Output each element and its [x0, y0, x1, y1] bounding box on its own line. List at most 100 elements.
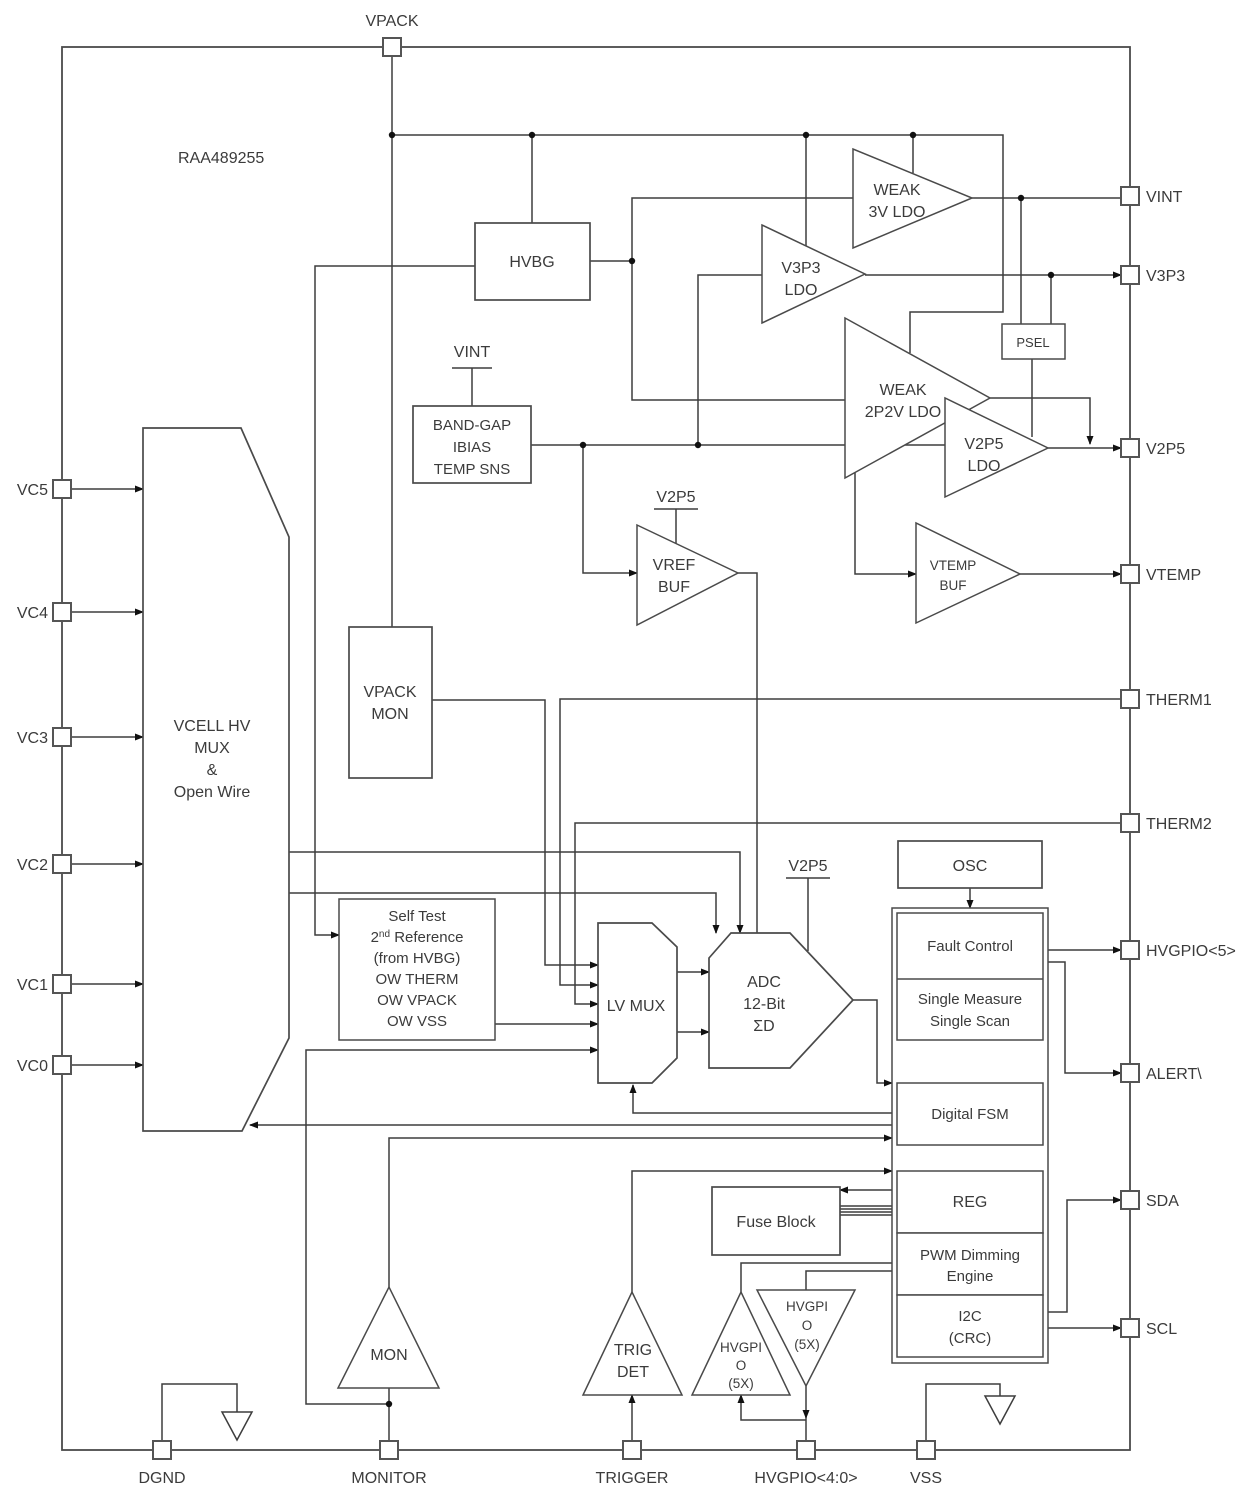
vint-tap-label: VINT [454, 344, 491, 361]
svg-text:V2P5: V2P5 [964, 436, 1003, 453]
svg-text:Fuse Block: Fuse Block [736, 1214, 816, 1231]
svg-text:(from HVBG): (from HVBG) [374, 950, 461, 967]
pins: VPACK VC5 VC4 VC3 VC2 VC1 VC0 VINT V3P3 … [17, 13, 1236, 1487]
pin-v3p3 [1120, 265, 1140, 285]
pin-vint-label: VINT [1146, 189, 1183, 206]
pin-vc4 [52, 602, 72, 622]
svg-text:MON: MON [371, 706, 408, 723]
block-psel: PSEL [1001, 323, 1066, 360]
svg-text:Single Scan: Single Scan [930, 1013, 1010, 1030]
pin-vc3-label: VC3 [17, 730, 48, 747]
pin-hvgpio5-label: HVGPIO<5> [1146, 943, 1236, 960]
pin-vc5 [52, 479, 72, 499]
block-hvgpio-driver-out: HVGPI O (5X) [755, 1289, 857, 1388]
pin-vc4-label: VC4 [17, 605, 48, 622]
pin-alert-label: ALERT\ [1146, 1066, 1202, 1083]
block-v3p3-ldo: V3P3 LDO [761, 223, 867, 325]
svg-text:Open Wire: Open Wire [174, 784, 251, 801]
pin-dgnd [152, 1440, 172, 1460]
svg-text:2P2V LDO: 2P2V LDO [865, 404, 941, 421]
svg-text:3V LDO: 3V LDO [869, 204, 926, 221]
svg-text:IBIAS: IBIAS [453, 439, 491, 456]
block-single-measure: Single Measure [918, 991, 1022, 1008]
svg-text:OSC: OSC [953, 858, 988, 875]
svg-text:Engine: Engine [947, 1268, 994, 1285]
wires [71, 56, 1122, 1441]
self-test-line2: 2nd Reference [371, 929, 464, 946]
block-vpack-mon: VPACK MON [348, 626, 433, 779]
svg-text:WEAK: WEAK [873, 182, 920, 199]
svg-text:(5X): (5X) [794, 1337, 820, 1352]
svg-text:(5X): (5X) [728, 1376, 754, 1391]
svg-text:12-Bit: 12-Bit [743, 996, 785, 1013]
svg-text:LDO: LDO [968, 458, 1001, 475]
pin-therm1 [1120, 689, 1140, 709]
pin-v2p5 [1120, 438, 1140, 458]
svg-text:DET: DET [617, 1364, 649, 1381]
pin-hvgpio5 [1120, 940, 1140, 960]
block-self-test: Self Test 2nd Reference (from HVBG) OW T… [338, 898, 496, 1041]
pin-vtemp [1120, 564, 1140, 584]
svg-text:VTEMP: VTEMP [930, 558, 977, 573]
pin-vss-label: VSS [910, 1470, 942, 1487]
svg-text:BUF: BUF [940, 578, 967, 593]
pin-dgnd-label: DGND [138, 1470, 185, 1487]
pin-trigger [622, 1440, 642, 1460]
block-weak-2p2v-ldo: WEAK 2P2V LDO [844, 316, 992, 480]
block-digital-fsm: Digital FSM [896, 1082, 1044, 1146]
block-fault-control: Fault Control Single Measure Single Scan [896, 912, 1044, 1041]
pin-therm2-label: THERM2 [1146, 816, 1212, 833]
block-hvgpio-driver-in: HVGPI O (5X) [690, 1290, 792, 1396]
pin-scl-label: SCL [1146, 1321, 1177, 1338]
pin-scl [1120, 1318, 1140, 1338]
block-i2c: I2C (CRC) [896, 1294, 1044, 1358]
block-vtemp-buf: VTEMP BUF [915, 521, 1022, 625]
adc-v2p5-tap-label: V2P5 [788, 858, 827, 875]
pin-vc3 [52, 727, 72, 747]
pin-sda-label: SDA [1146, 1193, 1179, 1210]
block-mon: MON [336, 1285, 441, 1389]
svg-text:TEMP SNS: TEMP SNS [434, 461, 510, 478]
chip-outline [61, 46, 1131, 1451]
pin-sda [1120, 1190, 1140, 1210]
v2p5-tap-label: V2P5 [656, 489, 695, 506]
block-digital-container: Fault Control Single Measure Single Scan… [891, 907, 1049, 1364]
svg-text:LV MUX: LV MUX [607, 998, 666, 1015]
pin-therm2 [1120, 813, 1140, 833]
svg-text:VCELL HV: VCELL HV [174, 718, 251, 735]
pin-v3p3-label: V3P3 [1146, 268, 1185, 285]
svg-text:PWM Dimming: PWM Dimming [920, 1247, 1020, 1264]
block-weak-3v-ldo: WEAK 3V LDO [852, 147, 974, 250]
svg-text:MON: MON [370, 1347, 407, 1364]
block-reg: REG [896, 1170, 1044, 1234]
pin-hvgpio40-label: HVGPIO<4:0> [754, 1470, 857, 1487]
svg-text:BAND-GAP: BAND-GAP [433, 417, 511, 434]
svg-text:MUX: MUX [194, 740, 230, 757]
pin-vc5-label: VC5 [17, 482, 48, 499]
pin-trigger-label: TRIGGER [596, 1470, 669, 1487]
block-vcell-hv-mux: VCELL HV MUX & Open Wire [142, 427, 290, 1132]
pin-vtemp-label: VTEMP [1146, 567, 1201, 584]
block-hvbg: HVBG [474, 222, 591, 301]
svg-text:OW VPACK: OW VPACK [377, 992, 457, 1009]
pin-vint [1120, 186, 1140, 206]
pin-vc0-label: VC0 [17, 1058, 48, 1075]
svg-text:(CRC): (CRC) [949, 1330, 992, 1347]
block-v2p5-ldo: V2P5 LDO [944, 396, 1050, 499]
svg-text:Fault Control: Fault Control [927, 938, 1013, 955]
svg-text:PSEL: PSEL [1016, 335, 1049, 350]
pin-vc0 [52, 1055, 72, 1075]
block-osc: OSC [897, 840, 1043, 889]
pin-monitor [379, 1440, 399, 1460]
block-fuse: Fuse Block [711, 1186, 841, 1256]
block-trig-det: TRIG DET [581, 1290, 684, 1396]
svg-text:REG: REG [953, 1194, 988, 1211]
vss-ground-icon [983, 1395, 1017, 1426]
pin-hvgpio40 [796, 1440, 816, 1460]
block-lv-mux: LV MUX [597, 922, 678, 1084]
pin-therm1-label: THERM1 [1146, 692, 1212, 709]
dgnd-ground-icon [220, 1411, 254, 1442]
svg-text:Digital FSM: Digital FSM [931, 1106, 1009, 1123]
